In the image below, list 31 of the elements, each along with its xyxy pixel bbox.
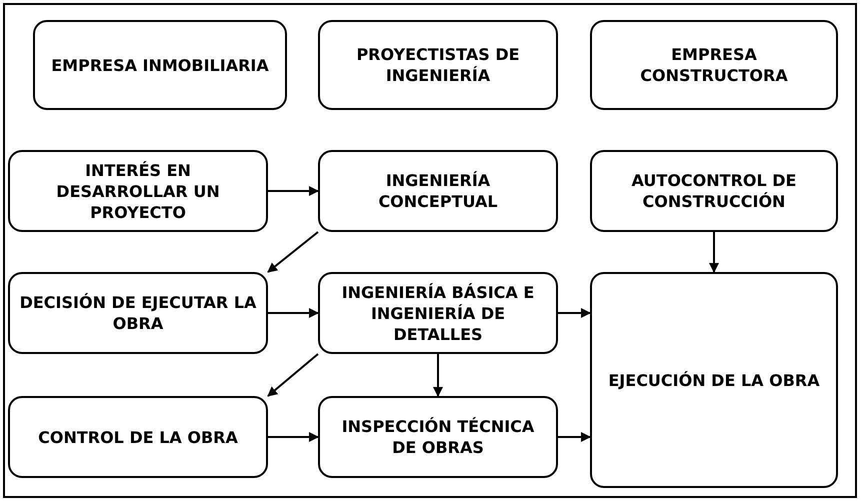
box-label: DECISIÓN DE EJECUTAR LA OBRA	[18, 292, 258, 334]
process-box	[590, 272, 838, 488]
process-box	[33, 20, 287, 110]
arrow	[268, 186, 319, 196]
box-label: EJECUCIÓN DE LA OBRA	[607, 370, 821, 390]
arrow	[268, 432, 319, 442]
box-label: INSPECCIÓN TÉCNICA DE OBRAS	[340, 416, 536, 458]
arrow	[558, 308, 591, 318]
arrow	[433, 354, 443, 397]
process-box	[590, 20, 838, 110]
process-box	[590, 150, 838, 232]
process-box	[318, 272, 558, 354]
process-box	[318, 20, 558, 110]
arrow	[268, 308, 319, 318]
box-label: EMPRESA INMOBILIARIA	[50, 54, 270, 76]
arrow	[558, 432, 591, 442]
box-label: AUTOCONTROL DE CONSTRUCCIÓN	[630, 170, 798, 212]
process-box	[8, 396, 268, 478]
arrow	[709, 232, 719, 273]
box-label: INGENIERÍA BÁSICA E INGENIERÍA DE DETALLES	[340, 282, 536, 344]
arrow	[267, 231, 319, 273]
process-box	[8, 272, 268, 354]
box-label: PROYECTISTAS DE INGENIERÍA	[355, 44, 521, 86]
process-box	[8, 150, 268, 232]
process-box	[318, 150, 558, 232]
arrow	[267, 353, 319, 397]
box-label: CONTROL DE LA OBRA	[37, 426, 239, 448]
process-box	[318, 396, 558, 478]
box-label: INGENIERÍA CONCEPTUAL	[377, 170, 499, 212]
box-label: INTERÉS EN DESARROLLAR UN PROYECTO	[55, 160, 221, 222]
box-label: EMPRESA CONSTRUCTORA	[639, 44, 789, 86]
